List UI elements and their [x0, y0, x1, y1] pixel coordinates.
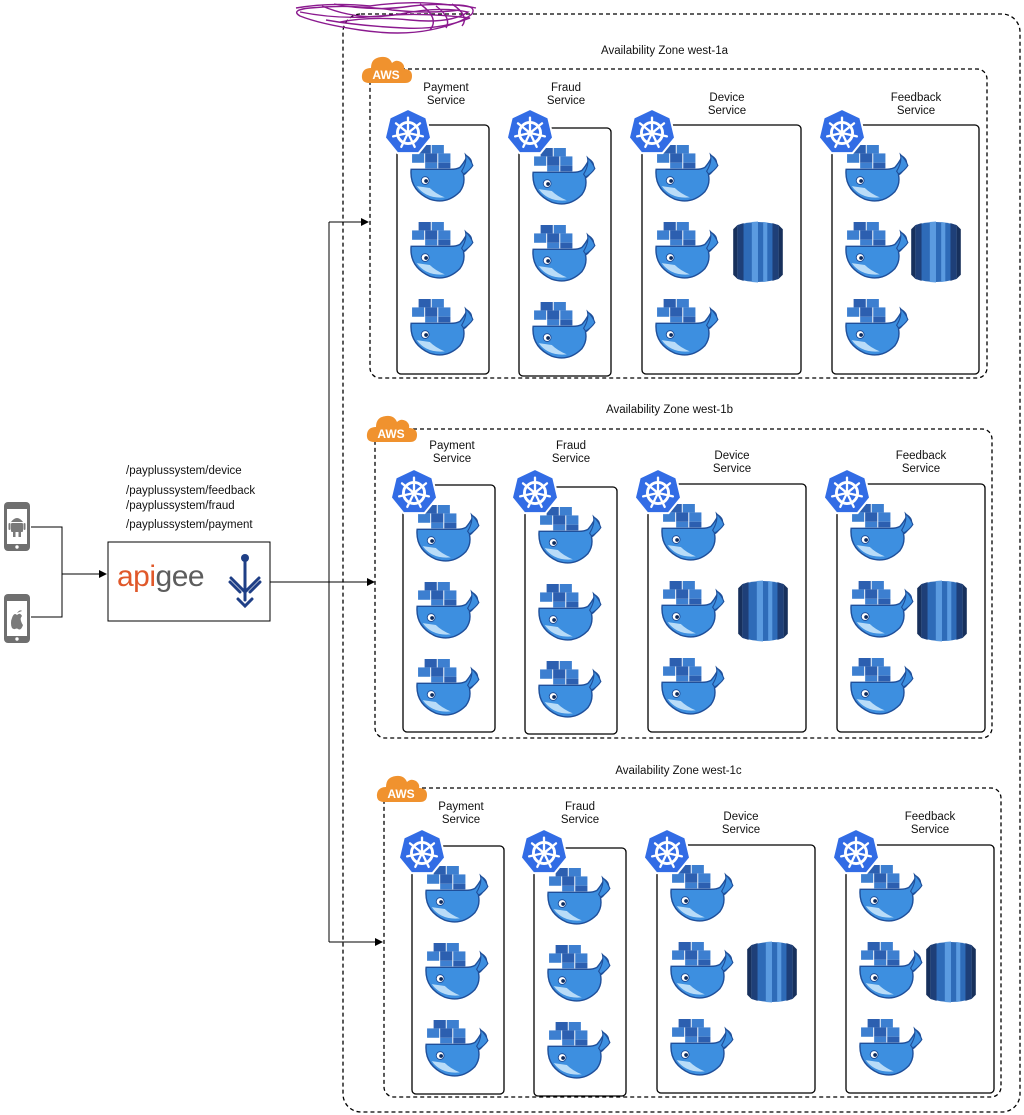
kubernetes-icon [384, 108, 432, 155]
redacted-region-label [295, 2, 477, 34]
service-title-line1: Device [709, 92, 745, 104]
apple-phone-icon [4, 594, 30, 643]
service-cluster [818, 108, 980, 375]
zone-title: Availability Zone west-1a [601, 45, 728, 57]
database-icon [911, 221, 961, 283]
service-cluster [390, 468, 496, 733]
api-route-payment: /payplussystem/payment [126, 519, 253, 531]
aws-cloud-icon: AWS [361, 56, 412, 83]
service-title-line2: Service [551, 453, 591, 465]
apigee-logo: apigee [117, 560, 205, 594]
service-title-line1: Fraud [550, 82, 582, 94]
database-icon [917, 580, 967, 642]
service-title-line2: Service [546, 95, 586, 107]
service-title-line1: Device [723, 811, 759, 823]
service-title-line2: Service [707, 105, 747, 117]
api-route-fraud: /payplussystem/fraud [126, 500, 235, 512]
service-title-line1: Payment [438, 801, 484, 813]
aws-label: AWS [372, 68, 399, 82]
service-cluster [506, 108, 612, 377]
kubernetes-icon [520, 828, 568, 875]
zone-title: Availability Zone west-1b [606, 404, 733, 416]
service-title-line2: Service [432, 453, 472, 465]
service-title-line2: Service [910, 824, 950, 836]
api-route-feedback: /payplussystem/feedback [126, 485, 256, 497]
apigee-logo-part1: api [117, 560, 156, 593]
kubernetes-icon [643, 828, 691, 875]
client-connectors [31, 526, 107, 618]
service-cluster [398, 828, 505, 1095]
kubernetes-icon [634, 468, 682, 515]
database-icon [747, 941, 797, 1003]
service-title-line2: Service [441, 814, 481, 826]
kubernetes-icon [390, 468, 438, 515]
kubernetes-icon [506, 108, 554, 155]
service-title-line1: Payment [423, 82, 469, 94]
service-cluster [643, 828, 816, 1094]
service-title-line1: Device [714, 450, 750, 462]
service-title-line2: Service [721, 824, 761, 836]
api-route-device: /payplussystem/device [126, 465, 242, 477]
availability-zone: AWS [376, 775, 1002, 1098]
service-title-line1: Feedback [904, 811, 956, 823]
zone-boundary [383, 787, 1002, 1098]
api-proxy-icon [228, 554, 262, 609]
kubernetes-icon [818, 108, 866, 155]
aws-cloud-icon: AWS [366, 415, 417, 442]
service-title-line2: Service [901, 463, 941, 475]
service-cluster [628, 108, 802, 375]
kubernetes-icon [832, 828, 880, 875]
service-cluster [832, 828, 995, 1094]
database-icon [738, 580, 788, 642]
service-cluster [520, 828, 627, 1097]
aws-label: AWS [387, 787, 414, 801]
service-cluster [511, 468, 618, 735]
database-icon [926, 941, 976, 1003]
availability-zone: AWS [366, 415, 993, 739]
service-title-line1: Feedback [895, 450, 947, 462]
service-title-line1: Feedback [890, 92, 942, 104]
kubernetes-icon [398, 828, 446, 875]
service-title-line1: Fraud [564, 801, 596, 813]
kubernetes-icon [628, 108, 676, 155]
apigee-logo-part2: gee [155, 560, 205, 593]
zone-boundary [369, 68, 988, 379]
service-title-line1: Payment [429, 440, 475, 452]
kubernetes-icon [511, 468, 559, 515]
service-title-line1: Fraud [555, 440, 587, 452]
service-title-line2: Service [426, 95, 466, 107]
kubernetes-icon [823, 468, 871, 515]
zone-boundary [374, 428, 993, 739]
service-title-line2: Service [560, 814, 600, 826]
region-boundary [342, 13, 1021, 1113]
gateway-connectors [270, 218, 383, 946]
availability-zone: AWS [361, 56, 988, 379]
android-phone-icon [4, 502, 30, 551]
service-cluster [823, 468, 986, 733]
service-title-line2: Service [712, 463, 752, 475]
database-icon [733, 221, 783, 283]
zone-title: Availability Zone west-1c [615, 765, 742, 777]
aws-label: AWS [377, 427, 404, 441]
aws-cloud-icon: AWS [376, 775, 427, 802]
service-cluster [384, 108, 490, 375]
service-cluster [634, 468, 807, 733]
service-title-line2: Service [896, 105, 936, 117]
